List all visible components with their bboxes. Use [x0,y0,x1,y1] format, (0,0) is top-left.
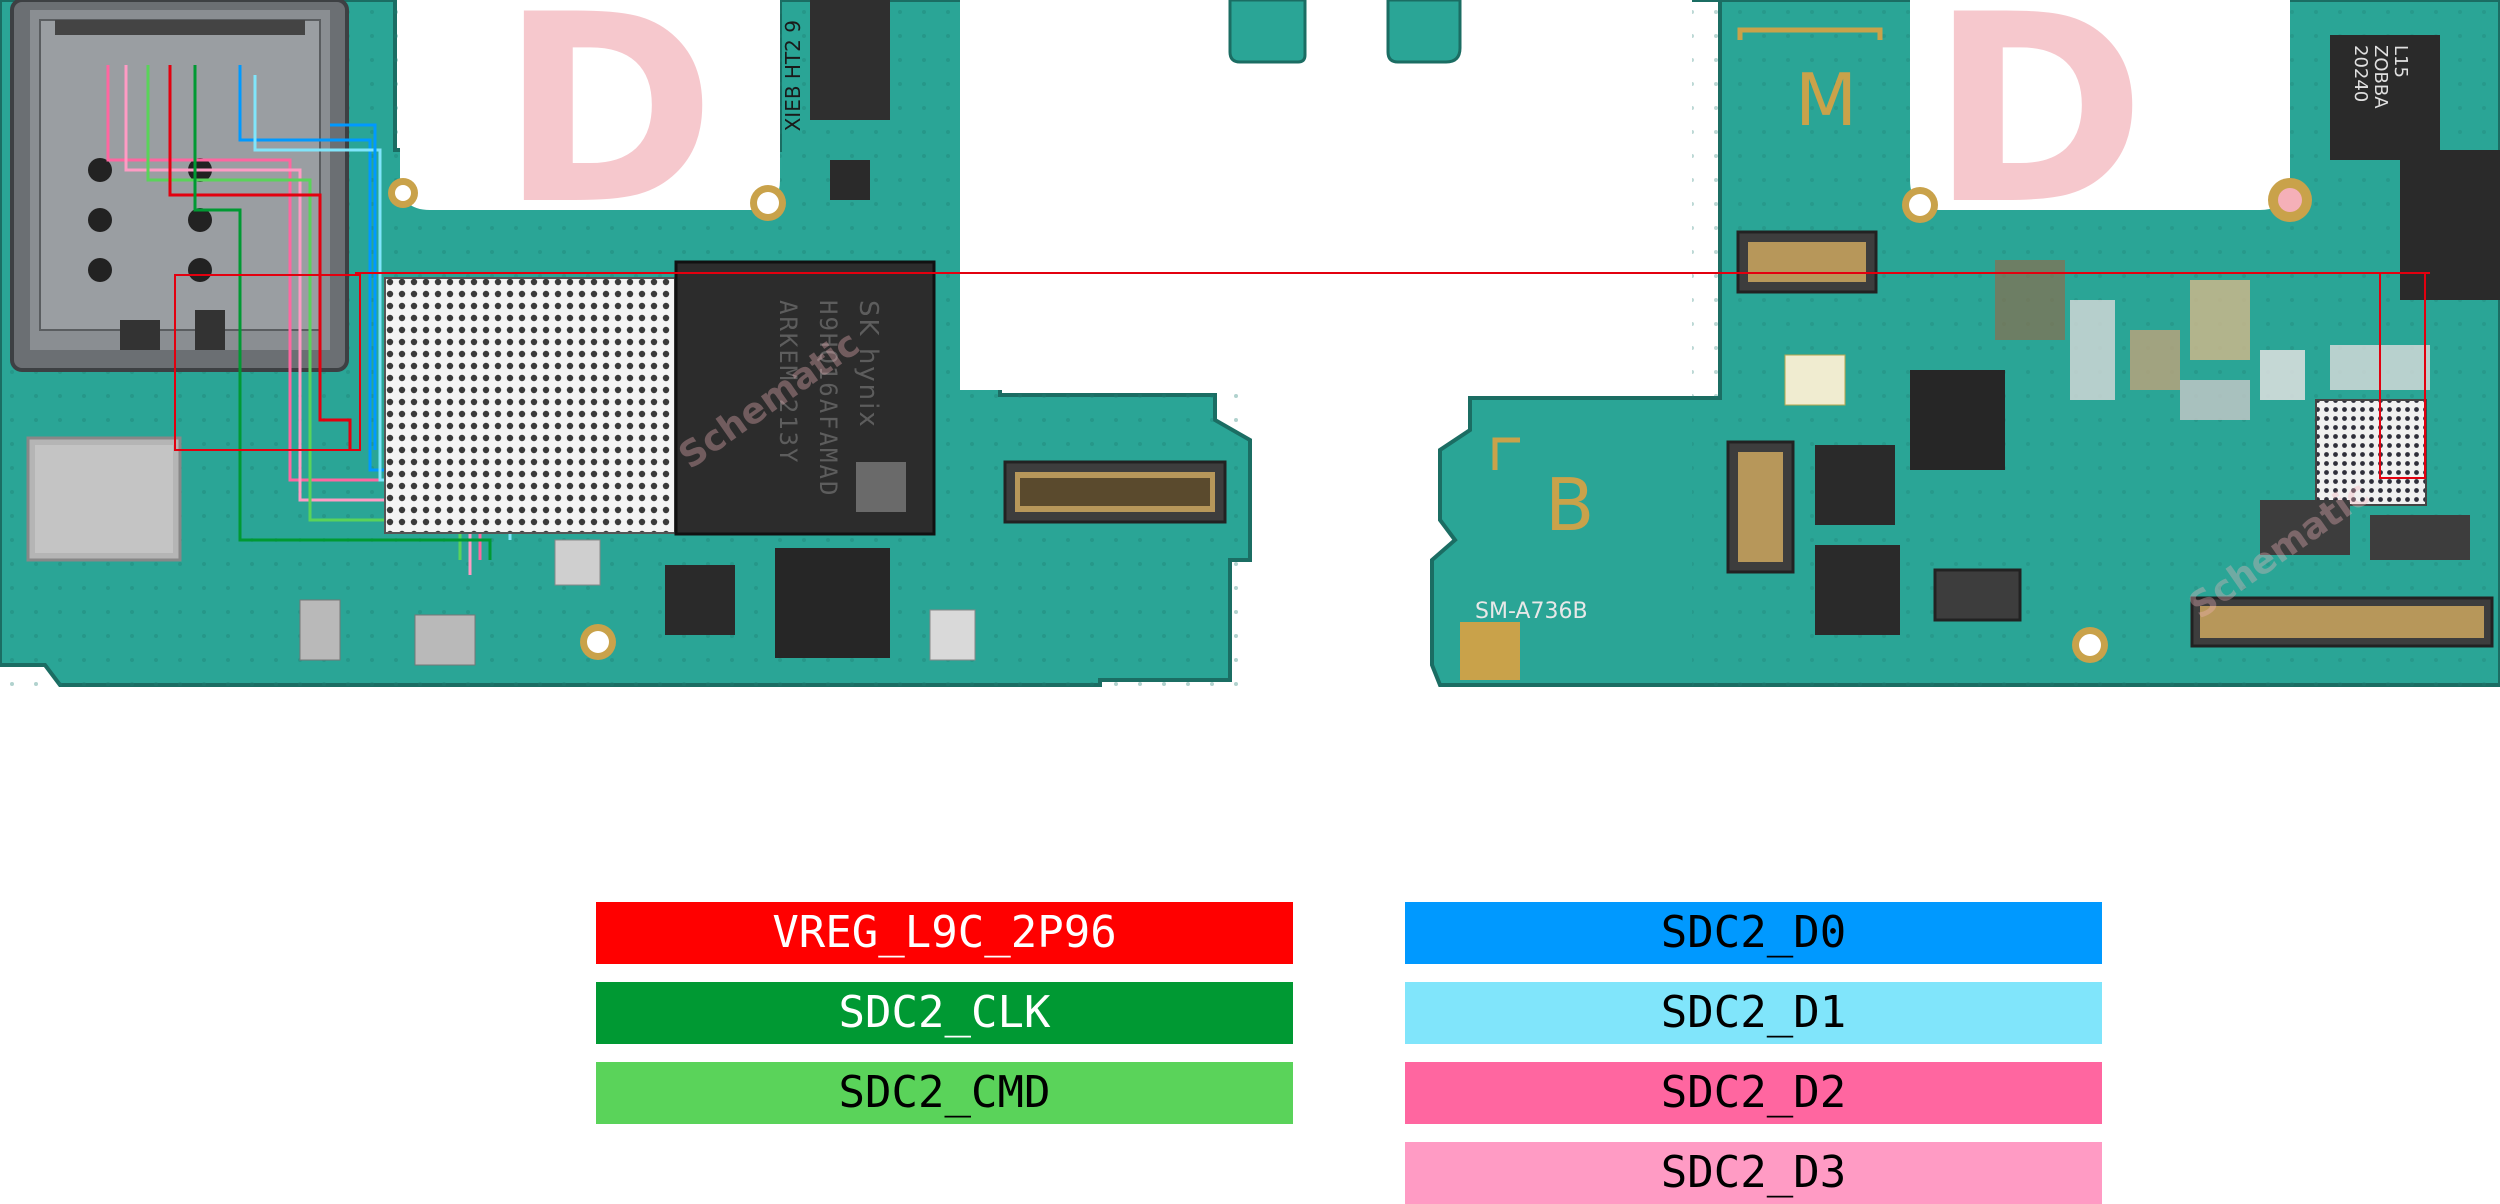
legend-label: SDC2_D2 [1660,1067,1847,1118]
svg-text:ARKEM 213Y: ARKEM 213Y [774,300,802,465]
legend-item-vreg-l9c-2p96: VREG_L9C_2P96 [596,902,1293,964]
legend-label: SDC2_CLK [838,987,1051,1038]
ic-marking-line-2: ZOBBA [2370,45,2391,109]
capacitor-4 [299,599,341,661]
qr-code [1460,622,1520,680]
mounting-hole [1902,187,1938,223]
legend-label: SDC2_D1 [1660,987,1847,1038]
svg-text:L15: L15 [2390,45,2411,78]
ic-marking-line-3: 20240 [2350,45,2371,102]
left-right-cutout [960,0,1250,390]
pmic-chip [775,548,890,658]
capacitor-1 [929,609,976,661]
qualcomm-chip [26,436,182,562]
right-top-cutout [1910,0,2290,210]
ic-marking-line-1: L15 [2390,45,2411,78]
center-flex-piece-2 [1386,0,1462,64]
mounting-hole [580,624,616,660]
cpu-bga-pad [384,277,676,534]
right-ic-small-1 [1815,445,1895,525]
svg-text:ZOBBA: ZOBBA [2370,45,2391,109]
memory-chip: SK hynix H9HQ16AFAMAD ARKEM 213Y [674,260,936,536]
display-connector-left [1003,460,1227,524]
legend-item-sdc2-d2: SDC2_D2 [1405,1062,2102,1124]
svg-text:SK hynix: SK hynix [853,300,883,429]
svg-text:B: B [1545,463,1594,547]
left-highlight-box [174,274,361,451]
svg-text:H9HQ16AFAMAD: H9HQ16AFAMAD [814,300,842,497]
right-board: M B SM-A736B 04 L15 ZOBBA 20240 [1430,0,2500,690]
mounting-hole [2268,178,2312,222]
legend-label: SDC2_D0 [1660,907,1847,958]
white-led-flash [1784,354,1846,406]
pcb-board-view: SK hynix H9HQ16AFAMAD ARKEM 213Y XIEB HT… [0,0,2500,690]
small-ic-1 [665,565,735,635]
legend-label: SDC2_CMD [838,1067,1051,1118]
legend-label: SDC2_D3 [1660,1147,1847,1198]
capacitor-3 [414,614,476,666]
mid-connector-right [1726,440,1795,574]
top-connector-right [1736,230,1878,294]
right-ic-small-2 [1815,545,1900,635]
zone-label-b: B [1545,463,1594,547]
small-connector-right [1933,568,2022,622]
model-text: SM-A736B [1475,599,1588,624]
right-bga-pad [2315,399,2427,506]
svg-text:XIEB HT2 9: XIEB HT2 9 [781,20,805,131]
sim-card-tray [10,0,349,372]
right-ic-corner [2400,150,2500,300]
ic-l15: L15 ZOBBA 20240 [2330,35,2440,160]
bottom-connector-right [2190,596,2494,648]
right-watermark-glyph: D [1930,0,2146,262]
left-top-cutout [400,0,780,210]
memory-marking-line-2: H9HQ16AFAMAD [814,300,842,497]
memory-marking-line-3: ARKEM 213Y [774,300,802,465]
left-board: SK hynix H9HQ16AFAMAD ARKEM 213Y XIEB HT… [0,0,1252,690]
legend-item-sdc2-clk: SDC2_CLK [596,982,1293,1044]
mounting-hole [388,178,418,208]
capacitor-2 [554,539,601,586]
legend-label: VREG_L9C_2P96 [772,907,1117,958]
right-highlight-box [2379,272,2426,479]
small-ic-3 [830,160,870,200]
mounting-hole [750,185,786,221]
board-vertical-code: XIEB HT2 9 [781,20,805,131]
svg-text:20240: 20240 [2350,45,2371,102]
right-ic-large [1910,370,2005,470]
left-watermark-glyph: D [500,0,716,262]
legend-item-sdc2-d1: SDC2_D1 [1405,982,2102,1044]
svg-text:M: M [1795,58,1857,142]
legend-item-sdc2-cmd: SDC2_CMD [596,1062,1293,1124]
zone-label-m: M [1795,58,1857,142]
legend-item-sdc2-d0: SDC2_D0 [1405,902,2102,964]
legend-item-sdc2-d3: SDC2_D3 [1405,1142,2102,1204]
mounting-hole [2072,627,2108,663]
memory-marking-line-1: SK hynix [853,300,883,429]
passive-components [1995,260,2470,560]
small-ic-2 [810,0,890,120]
center-flex-piece-1 [1228,0,1307,64]
svg-text:SM-A736B: SM-A736B [1475,599,1588,624]
